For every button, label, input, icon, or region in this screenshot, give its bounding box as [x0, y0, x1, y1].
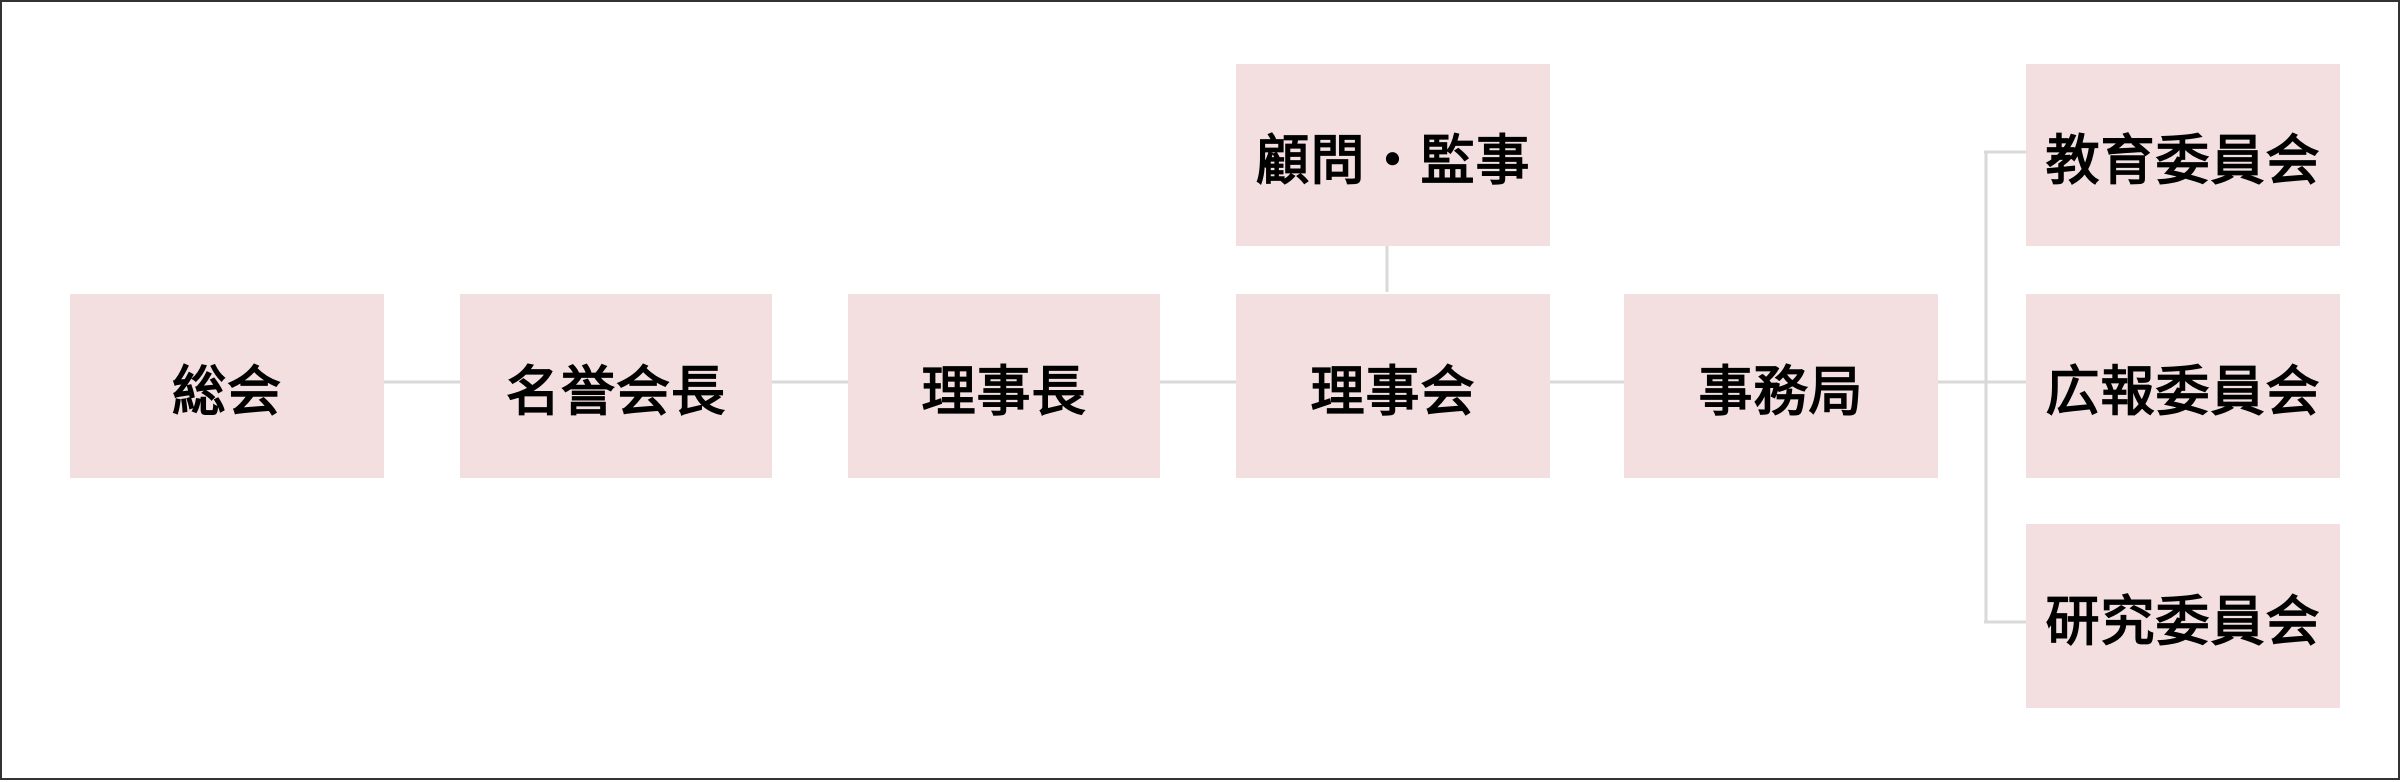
node-chairman: 理事長: [848, 294, 1160, 478]
node-board: 理事会: [1236, 294, 1550, 478]
node-advisors-label: 顧問・監事: [1255, 127, 1531, 192]
node-pr-committee-label: 広報委員会: [2045, 358, 2321, 423]
node-research-committee-label: 研究委員会: [2045, 588, 2321, 653]
node-general-assembly-label: 総会: [172, 358, 282, 423]
node-secretariat: 事務局: [1624, 294, 1938, 478]
node-research-committee: 研究委員会: [2026, 524, 2340, 708]
node-honorary-president-label: 名誉会長: [506, 358, 726, 423]
node-secretariat-label: 事務局: [1698, 358, 1864, 423]
node-board-label: 理事会: [1310, 358, 1476, 423]
node-education-committee: 教育委員会: [2026, 64, 2340, 246]
node-pr-committee: 広報委員会: [2026, 294, 2340, 478]
node-general-assembly: 総会: [70, 294, 384, 478]
node-chairman-label: 理事長: [921, 358, 1087, 423]
node-advisors: 顧問・監事: [1236, 64, 1550, 246]
node-education-committee-label: 教育委員会: [2045, 127, 2321, 192]
node-honorary-president: 名誉会長: [460, 294, 772, 478]
